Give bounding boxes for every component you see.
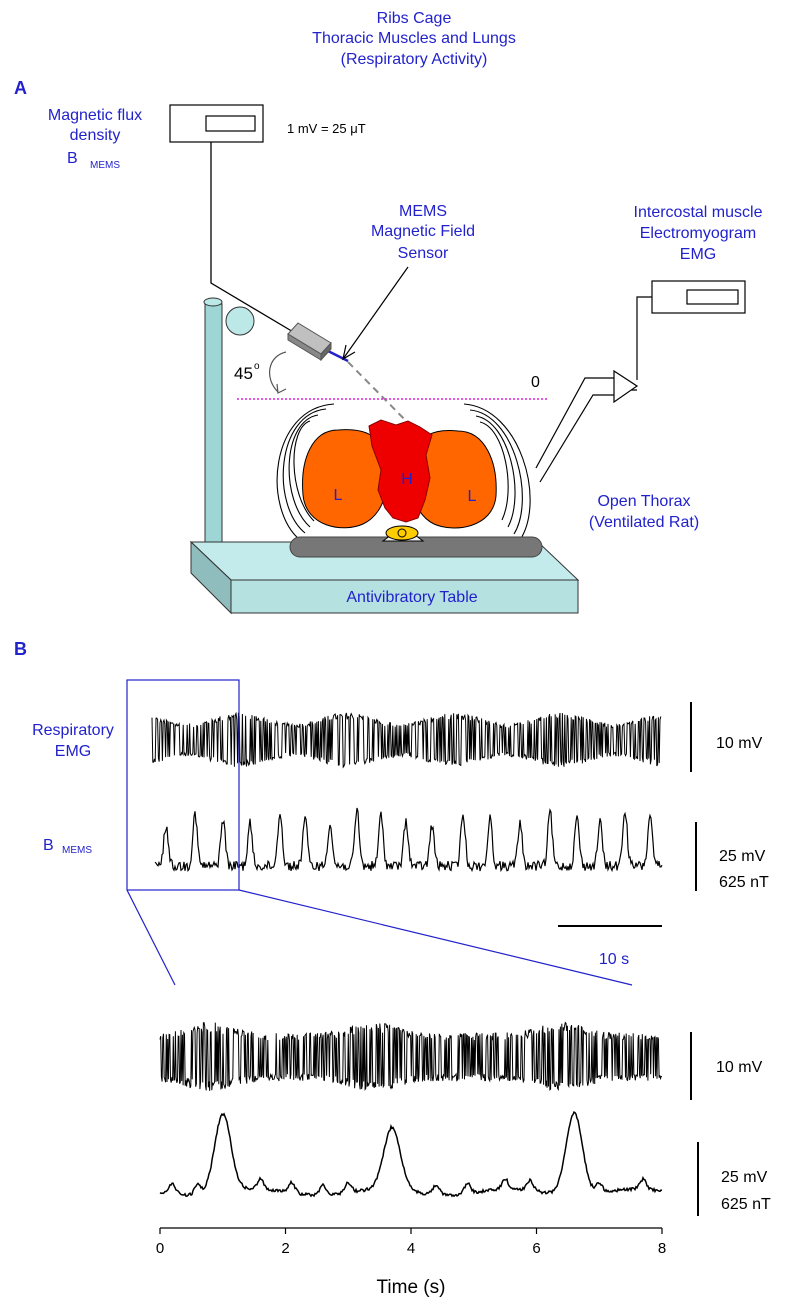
rotation-arrowhead <box>276 383 287 394</box>
zoom-emg-scale-label: 10 mV <box>716 1059 763 1076</box>
bmems-scale-mv: 25 mV <box>719 848 766 865</box>
bmems-trace-full <box>154 807 663 873</box>
right-lung-label: L <box>468 488 477 505</box>
flux-b: B <box>67 150 78 167</box>
heart-label: H <box>401 471 413 488</box>
mems-pointer-arrowhead <box>342 344 356 361</box>
emg-a-line1: Intercostal muscle <box>634 204 763 221</box>
conversion-label: 1 mV = 25 μT <box>287 121 366 136</box>
time-scale-label: 10 s <box>599 951 629 968</box>
sensor-dashed-line <box>347 361 419 434</box>
emg-meter-display <box>686 289 739 305</box>
zoom-line-left <box>126 889 176 986</box>
bmems-trace-zoom <box>159 1111 663 1198</box>
angle-label: 45 <box>234 364 253 383</box>
emg-meter-box <box>651 280 746 314</box>
bmems-trace-zoom-line <box>159 1111 663 1198</box>
spinal-canal <box>397 528 407 538</box>
resp-emg-line1: Respiratory <box>32 722 114 739</box>
mems-label: MEMS Magnetic Field Sensor <box>371 203 475 262</box>
zoom-bmems-scale-mv: 25 mV <box>721 1169 768 1186</box>
mems-line1: MEMS <box>399 203 447 220</box>
zero-label: 0 <box>531 374 540 391</box>
flux-sub: MEMS <box>90 160 120 171</box>
stand <box>203 297 255 551</box>
antivibratory-table: Antivibratory Table <box>189 540 580 615</box>
left-lung-label: L <box>334 487 343 504</box>
emg-scale-label: 10 mV <box>716 735 763 752</box>
x-tick-label: 0 <box>156 1240 164 1257</box>
heart <box>368 419 433 523</box>
flux-meter-box <box>169 104 264 143</box>
panel-b-label: B <box>14 639 27 659</box>
angle-unit: o <box>254 361 260 372</box>
emg-trace-full <box>151 711 662 769</box>
resp-emg-line2: EMG <box>55 743 91 760</box>
thorax-label: Open Thorax (Ventilated Rat) <box>589 493 699 531</box>
thorax-line1: Open Thorax <box>597 493 690 510</box>
table-label: Antivibratory Table <box>346 589 477 606</box>
x-tick-label: 4 <box>407 1240 415 1257</box>
x-tick-label: 8 <box>658 1240 666 1257</box>
x-tick-label: 2 <box>281 1240 289 1257</box>
mems-sensor <box>287 322 332 362</box>
mems-line2: Magnetic Field <box>371 223 475 240</box>
emg-lead-2 <box>539 394 614 483</box>
zoom-line-right <box>238 889 633 986</box>
x-tick-label: 6 <box>532 1240 540 1257</box>
bmems-sub: MEMS <box>62 845 92 856</box>
thorax-line2: (Ventilated Rat) <box>589 514 699 531</box>
flux-line1: Magnetic flux <box>48 107 142 124</box>
sensor-cable <box>210 142 301 337</box>
emg-trace-zoom <box>159 1021 662 1092</box>
stand-clamp <box>225 306 255 336</box>
emg-cable-upper <box>636 296 652 380</box>
flux-label: Magnetic flux density B MEMS <box>48 107 142 171</box>
header-block: Ribs Cage Thoracic Muscles and Lungs (Re… <box>312 10 516 68</box>
bmems-trace-full-line <box>154 807 663 873</box>
bmems-scale-nt: 625 nT <box>719 874 769 891</box>
zoom-bmems-scale-nt: 625 nT <box>721 1196 771 1213</box>
header-line2: Thoracic Muscles and Lungs <box>312 30 516 47</box>
panel-a-label: A <box>14 78 27 98</box>
time-axis: 0 2 4 6 8 <box>156 1227 666 1257</box>
flux-meter-display <box>205 115 256 132</box>
emg-trace-full-line <box>151 711 662 769</box>
mems-pointer-arrow <box>342 266 409 360</box>
bmems-b: B <box>43 837 54 854</box>
emg-lead-1 <box>535 377 614 469</box>
rotation-arrow-icon <box>269 351 287 393</box>
header-line1: Ribs Cage <box>377 10 452 27</box>
rib-cage <box>276 403 531 541</box>
x-axis-title: Time (s) <box>377 1277 446 1298</box>
emg-a-line3: EMG <box>680 246 716 263</box>
flux-line2: density <box>70 127 121 144</box>
emg-trace-zoom-line <box>159 1021 662 1092</box>
emg-amplifier-icon <box>613 369 639 404</box>
header-line3: (Respiratory Activity) <box>341 51 488 68</box>
emg-label-a: Intercostal muscle Electromyogram EMG <box>634 204 763 263</box>
mems-line3: Sensor <box>398 245 449 262</box>
zoom-window <box>126 679 240 891</box>
emg-a-line2: Electromyogram <box>640 225 756 242</box>
